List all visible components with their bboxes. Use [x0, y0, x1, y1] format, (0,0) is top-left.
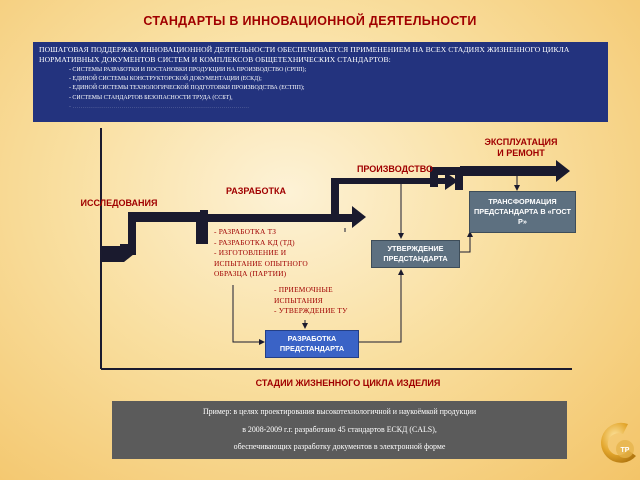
standards-item: - ЕДИНОЙ СИСТЕМЫ КОНСТРУКТОРСКОЙ ДОКУМЕН…: [69, 76, 262, 83]
stage-production-label: ПРОИЗВОДСТВО: [356, 164, 434, 174]
connector-steps-develop: [232, 285, 265, 345]
connector-develop-approve: [359, 269, 404, 343]
footnote-line: обеспечивающих разработку документов в э…: [233, 442, 446, 451]
approve-prestandard-box: УТВЕРЖДЕНИЕ ПРЕДСТАНДАРТА: [371, 240, 460, 268]
stage-operation-label: ЭКСПЛУАТАЦИЯ И РЕМОНТ: [484, 137, 558, 158]
step-item: - РАЗРАБОТКА КД (ТД): [214, 237, 295, 247]
standards-item-cut: - ………………………………………………………………………………: [69, 103, 250, 110]
slide-title: СТАНДАРТЫ В ИННОВАЦИОННОЙ ДЕЯТЕЛЬНОСТИ: [143, 14, 477, 28]
connector-approve-transform: [458, 231, 473, 253]
example-footnote: Пример: в целях проектирования высокотех…: [112, 401, 567, 459]
stage-development-label: РАЗРАБОТКА: [225, 186, 287, 196]
standards-item: - СИСТЕМЫ РАЗРАБОТКИ И ПОСТАНОВКИ ПРОДУК…: [69, 67, 307, 73]
stage-research-label: ИССЛЕДОВАНИЯ: [80, 198, 158, 208]
step-item: - ПРИЕМОЧНЫЕ ИСПЫТАНИЯ: [274, 285, 333, 305]
approval-steps: - ПРИЕМОЧНЫЕ ИСПЫТАНИЯ - УТВЕРЖДЕНИЕ ТУ: [274, 285, 374, 317]
standards-list: - СИСТЕМЫ РАЗРАБОТКИ И ПОСТАНОВКИ ПРОДУК…: [69, 66, 602, 112]
development-steps: - РАЗРАБОТКА ТЗ - РАЗРАБОТКА КД (ТД) - И…: [214, 227, 336, 280]
step-item: - УТВЕРЖДЕНИЕ ТУ: [274, 306, 348, 316]
rosstandart-logo-icon: ТР: [601, 422, 636, 463]
footnote-line: Пример: в целях проектирования высокотех…: [202, 407, 477, 416]
svg-text:ТР: ТР: [621, 447, 630, 454]
x-axis-label: СТАДИИ ЖИЗНЕННОГО ЦИКЛА ИЗДЕЛИЯ: [255, 378, 441, 388]
standards-item: - ЕДИНОЙ СИСТЕМЫ ТЕХНОЛОГИЧЕСКОЙ ПОДГОТО…: [69, 85, 305, 92]
develop-prestandard-box: РАЗРАБОТКА ПРЕДСТАНДАРТА: [265, 330, 359, 358]
step-item: - РАЗРАБОТКА ТЗ: [214, 227, 277, 236]
standards-item: - СИСТЕМЫ СТАНДАРТОВ БЕЗОПАСНОСТИ ТРУДА …: [69, 94, 233, 101]
transform-prestandard-box: ТРАНСФОРМАЦИЯ ПРЕДСТАНДАРТА В «ГОСТ Р»: [469, 191, 576, 233]
intro-panel: ПОШАГОВАЯ ПОДДЕРЖКА ИННОВАЦИОННОЙ ДЕЯТЕЛ…: [33, 42, 608, 122]
footnote-line: в 2008-2009 г.г. разработано 45 стандарт…: [242, 424, 437, 434]
step-item: - ИЗГОТОВЛЕНИЕ И ИСПЫТАНИЕ ОПЫТНОГО ОБРА…: [214, 248, 308, 279]
intro-lead: ПОШАГОВАЯ ПОДДЕРЖКА ИННОВАЦИОННОЙ ДЕЯТЕЛ…: [39, 45, 570, 64]
staircase-arrow: [102, 160, 570, 262]
